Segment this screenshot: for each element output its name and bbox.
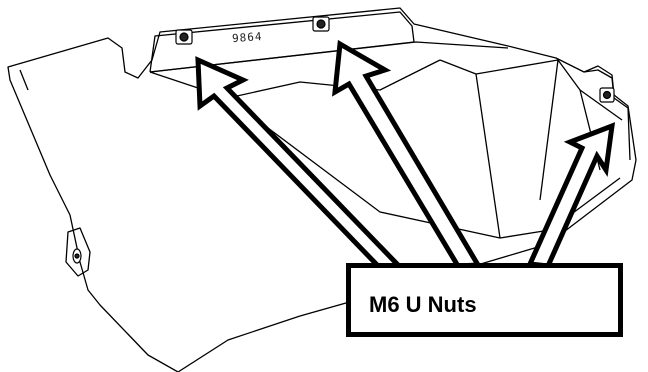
tab-fastener-icon [72, 248, 82, 264]
u-nut-icon [175, 29, 193, 45]
callout-arrow-icon [526, 122, 616, 269]
u-nut-icon [599, 87, 615, 103]
callout-label: M6 U Nuts [369, 292, 477, 317]
callout-label-box: M6 U Nuts [346, 263, 623, 337]
u-nut-icon [312, 16, 330, 32]
part-marking: 9864 [232, 30, 263, 45]
